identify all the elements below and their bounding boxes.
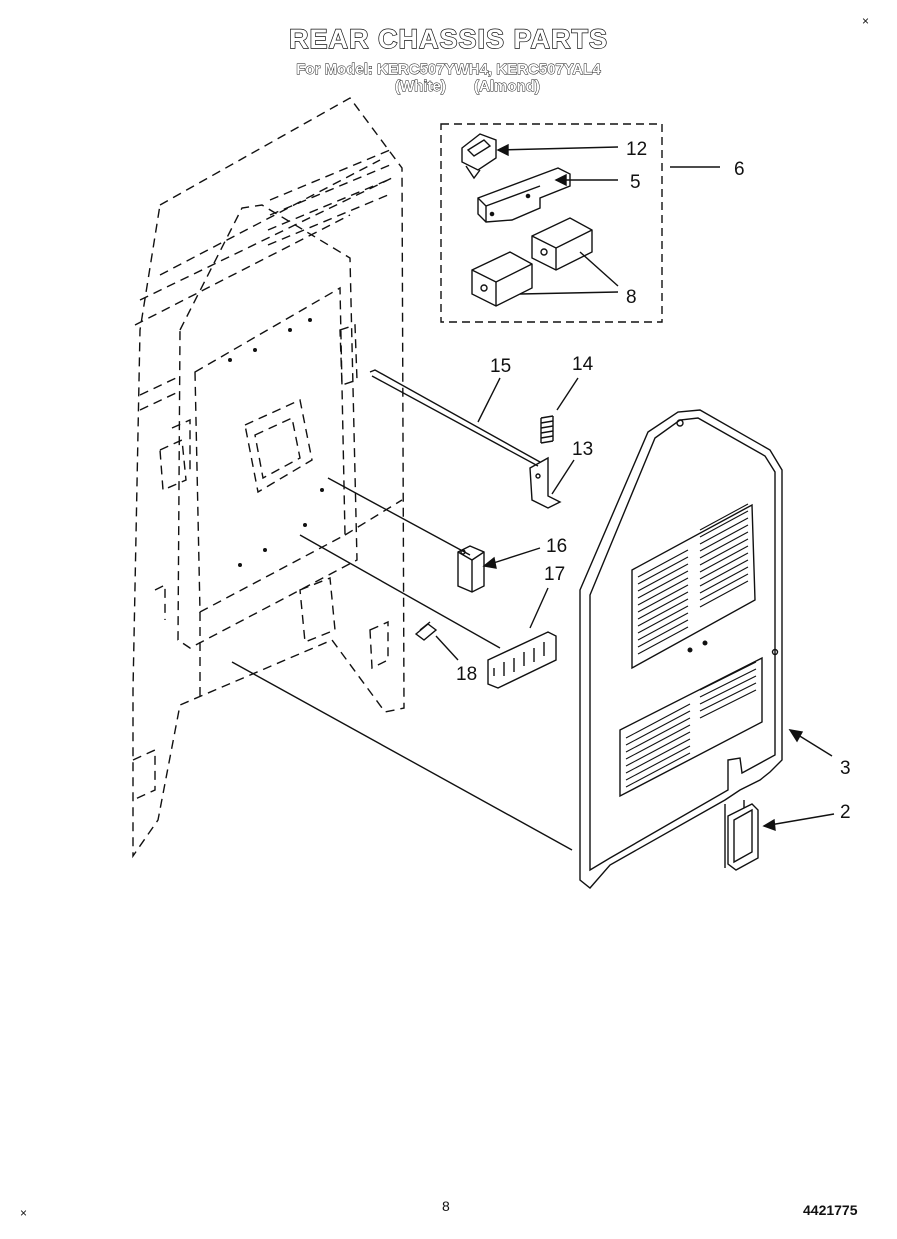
callout-line-2 bbox=[763, 813, 835, 827]
part-13-bracket bbox=[529, 456, 562, 509]
wire-line bbox=[231, 661, 573, 851]
part-14-spring bbox=[540, 415, 554, 444]
callout-5: 5 bbox=[630, 172, 641, 193]
callout-6: 6 bbox=[734, 159, 745, 180]
rear-panel-louvers-lower bbox=[625, 661, 757, 788]
wire-line bbox=[327, 477, 471, 556]
page-title: REAR CHASSIS PARTS bbox=[288, 23, 609, 54]
range-chassis-outline bbox=[132, 97, 405, 859]
callout-16: 16 bbox=[546, 536, 567, 557]
model-numbers: For Model: KERC507YWH4, KERC507YAL4 bbox=[296, 61, 601, 79]
callout-2: 2 bbox=[840, 802, 851, 823]
callout-13: 13 bbox=[572, 439, 593, 460]
wire-line bbox=[299, 534, 501, 649]
callout-arrow bbox=[496, 143, 509, 157]
callout-17: 17 bbox=[544, 564, 565, 585]
part-15-rod bbox=[369, 369, 541, 467]
callout-14: 14 bbox=[572, 354, 594, 375]
callout-line-18 bbox=[435, 635, 459, 661]
part-12-clip bbox=[461, 133, 497, 180]
rear-panel-louvers-upper bbox=[637, 503, 749, 655]
page-number: 8 bbox=[442, 1198, 450, 1214]
callout-line-15 bbox=[477, 377, 501, 423]
part-18-clip bbox=[414, 621, 438, 641]
callout-line-14 bbox=[556, 377, 579, 411]
document-number: 4421775 bbox=[803, 1202, 858, 1218]
callout-arrow bbox=[482, 556, 497, 569]
callout-8: 8 bbox=[626, 287, 637, 308]
callout-line-8a bbox=[579, 251, 619, 287]
part-3-rear-panel bbox=[579, 409, 783, 889]
callout-arrow bbox=[788, 729, 804, 743]
part-8-block-upper bbox=[531, 217, 593, 271]
callout-line-12 bbox=[497, 146, 619, 151]
part-17-terminal-block bbox=[487, 631, 557, 689]
callout-arrow bbox=[554, 173, 567, 187]
chassis-screw-holes bbox=[228, 318, 324, 567]
callout-line-13 bbox=[551, 459, 575, 495]
part-2-cover-plate bbox=[724, 800, 759, 871]
corner-mark-bottom: × bbox=[20, 1206, 28, 1220]
callout-arrow bbox=[762, 818, 776, 832]
callout-line-8b bbox=[519, 291, 619, 295]
corner-mark-top: × bbox=[862, 14, 870, 28]
callout-12: 12 bbox=[626, 139, 647, 160]
callout-15: 15 bbox=[490, 356, 511, 377]
color-white-label: (White) bbox=[395, 78, 447, 96]
callout-18: 18 bbox=[456, 664, 477, 685]
part-16-block bbox=[457, 545, 485, 593]
color-almond-label: (Almond) bbox=[474, 78, 541, 96]
callout-line-17 bbox=[529, 587, 549, 629]
callout-3: 3 bbox=[840, 758, 851, 779]
part-5-bracket bbox=[477, 167, 571, 223]
part-8-block-lower bbox=[471, 251, 533, 307]
kit-box-6 bbox=[440, 123, 663, 323]
